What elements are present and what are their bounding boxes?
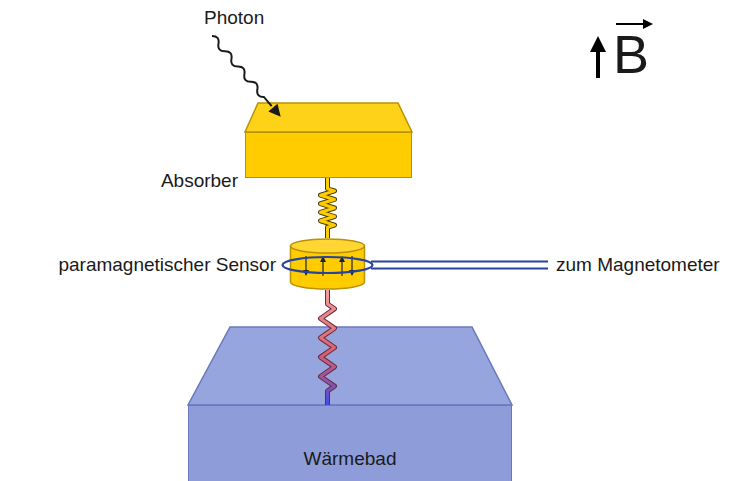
- photon-label: Photon: [204, 7, 264, 29]
- spring-outline: [321, 290, 335, 405]
- cylinder-top: [291, 239, 365, 253]
- absorber-top-face: [245, 103, 412, 132]
- absorber-box: Absorber: [245, 132, 412, 178]
- bath-top-face: [188, 327, 512, 405]
- heat-bath: Wärmebad: [188, 405, 512, 481]
- field-arrow: [590, 36, 606, 78]
- photon-wave: [207, 32, 285, 121]
- spring-connector: [321, 290, 335, 405]
- coil-leads: [371, 262, 548, 269]
- node-label: Wärmebad: [189, 448, 511, 470]
- thermal-link: [321, 290, 335, 405]
- field-label: B: [613, 27, 649, 81]
- node-label: paramagnetischer Sensor: [58, 254, 276, 276]
- thermal-link: [321, 178, 335, 238]
- spring-outline: [321, 178, 335, 238]
- sensor-cylinder: paramagnetischer Sensor: [290, 238, 365, 290]
- node-label: Absorber: [161, 170, 238, 192]
- magnetometer-label: zum Magnetometer: [556, 254, 720, 276]
- spring-connector: [321, 178, 335, 238]
- sensor-cylinder-shape: [290, 238, 365, 290]
- pickup-coil: [283, 257, 373, 273]
